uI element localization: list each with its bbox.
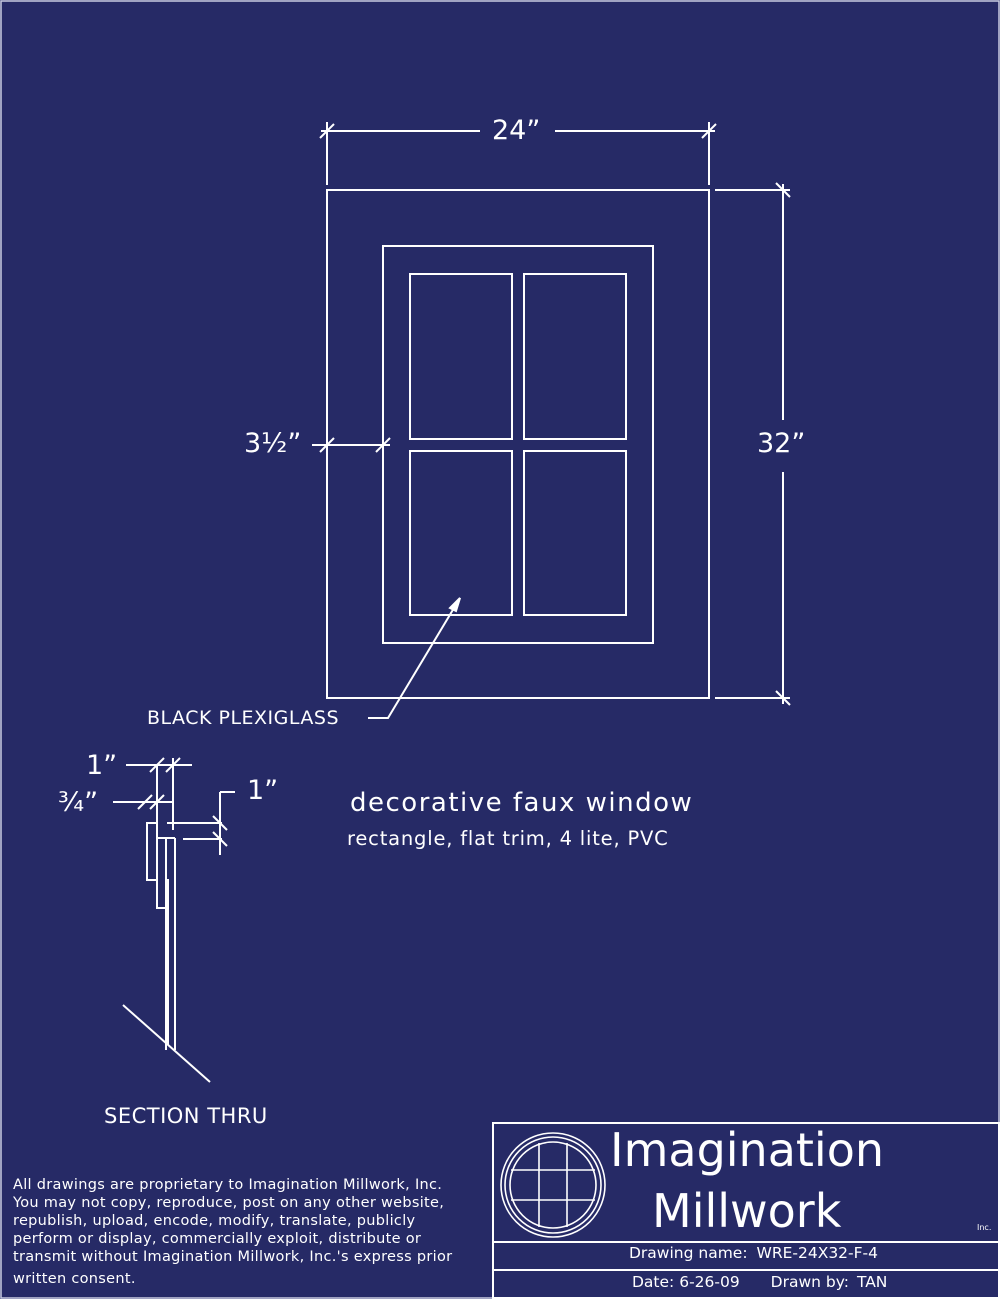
pane bbox=[409, 273, 513, 440]
drawn-by-value: TAN bbox=[856, 1273, 888, 1291]
window-elevation bbox=[326, 189, 710, 699]
section-detail bbox=[113, 757, 235, 1083]
dimension-32 bbox=[715, 182, 791, 706]
section-right-dimension-label: 1” bbox=[247, 775, 279, 806]
width-dimension-label: 24” bbox=[492, 115, 541, 146]
section-callout: SECTION THRU bbox=[104, 1104, 268, 1128]
disclaimer-line: perform or display, commercially exploit… bbox=[13, 1231, 422, 1247]
pane bbox=[523, 273, 627, 440]
company-suffix: Inc. bbox=[977, 1223, 992, 1232]
disclaimer-line: You may not copy, reproduce, post on any… bbox=[13, 1195, 445, 1211]
logo-window-icon bbox=[500, 1132, 606, 1238]
company-name-line1: Imagination bbox=[610, 1123, 885, 1177]
drawing-name-label: Drawing name: bbox=[629, 1244, 748, 1262]
section-three-quarter-label: ¾” bbox=[58, 787, 99, 818]
inner-trim bbox=[382, 245, 654, 644]
disclaimer-line: republish, upload, encode, modify, trans… bbox=[13, 1213, 416, 1229]
disclaimer-line: transmit without Imagination Millwork, I… bbox=[13, 1249, 453, 1265]
description-subtitle: rectangle, flat trim, 4 lite, PVC bbox=[347, 827, 669, 850]
pane bbox=[409, 450, 513, 616]
section-top-dimension-label: 1” bbox=[86, 750, 118, 781]
copyright-disclaimer: All drawings are proprietary to Imaginat… bbox=[13, 1176, 452, 1288]
drawing-name-value: WRE-24X32-F-4 bbox=[756, 1244, 879, 1262]
pane bbox=[523, 450, 627, 616]
date-label: Date: bbox=[632, 1273, 675, 1291]
drawing-name-row: Drawing name: WRE-24X32-F-4 bbox=[629, 1244, 878, 1262]
trim-dimension-label: 3½” bbox=[244, 428, 302, 459]
height-dimension-label: 32” bbox=[757, 428, 806, 459]
description-title: decorative faux window bbox=[350, 788, 694, 818]
date-row: Date: 6-26-09 Drawn by: TAN bbox=[632, 1273, 887, 1291]
disclaimer-line: All drawings are proprietary to Imaginat… bbox=[13, 1177, 443, 1193]
date-value: 6-26-09 bbox=[679, 1273, 740, 1291]
title-block bbox=[492, 1122, 1000, 1299]
dimension-24 bbox=[319, 122, 717, 185]
drawn-by-label: Drawn by: bbox=[770, 1273, 849, 1291]
dimension-3-5 bbox=[312, 437, 391, 453]
plexiglass-callout: BLACK PLEXIGLASS bbox=[147, 707, 340, 729]
company-name-line2: Millwork bbox=[652, 1184, 842, 1238]
plexiglass-leader bbox=[368, 597, 461, 719]
disclaimer-line: written consent. bbox=[13, 1271, 136, 1287]
